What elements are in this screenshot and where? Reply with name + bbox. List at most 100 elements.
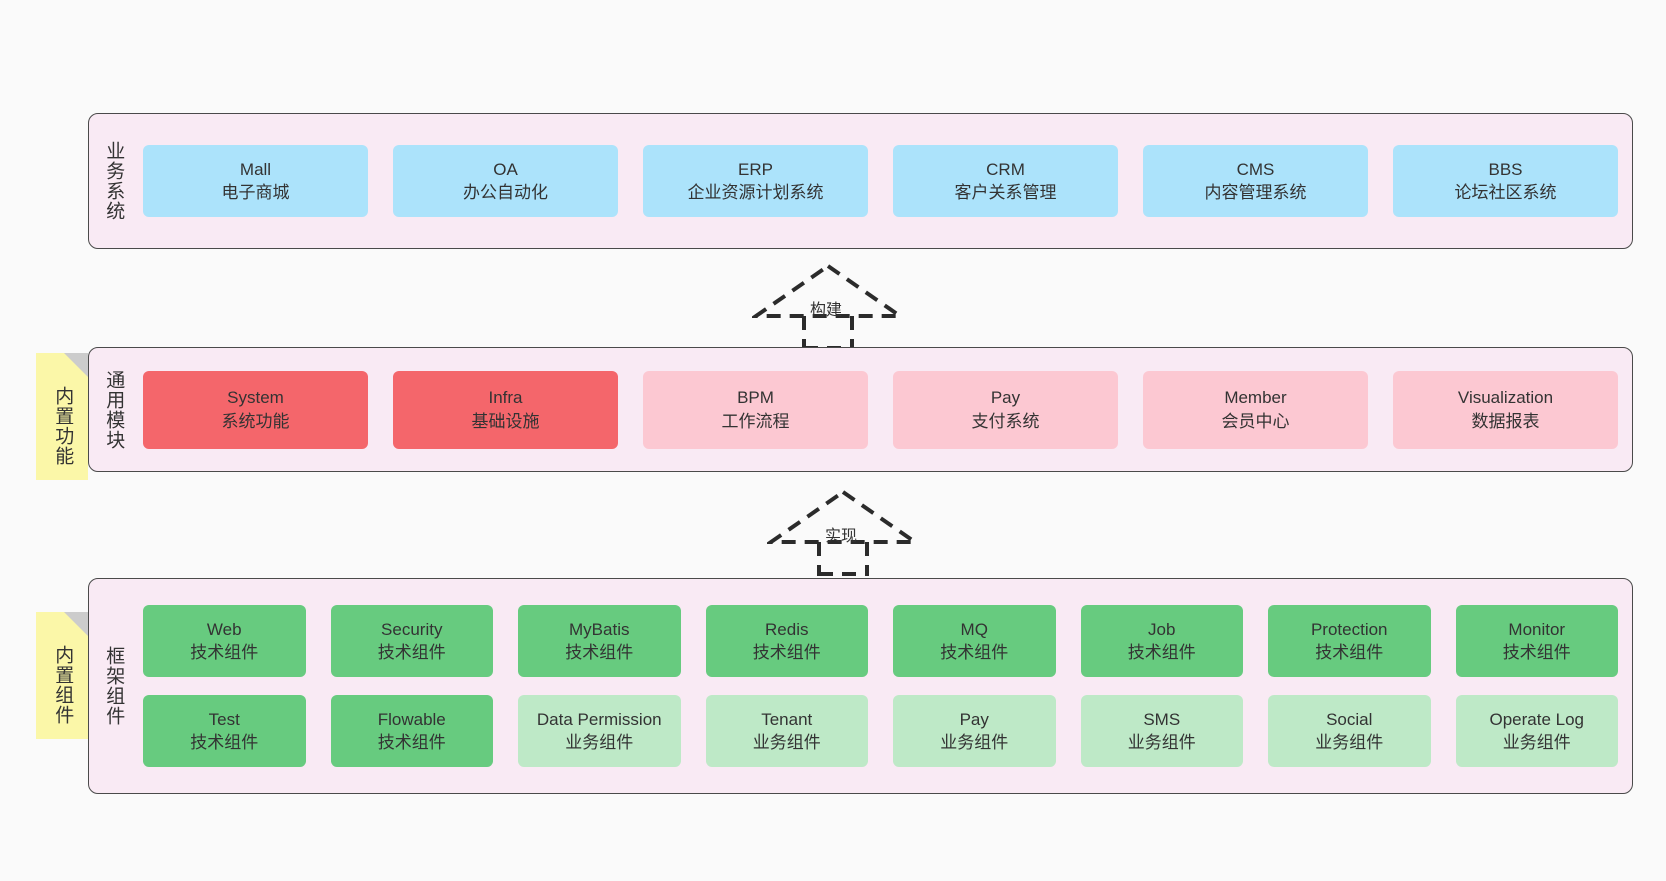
card-pay-component-title: Pay: [959, 709, 989, 729]
card-erp[interactable]: ERP 企业资源计划系统: [643, 145, 868, 217]
connector-build-label: 构建: [810, 302, 843, 319]
card-mall[interactable]: Mall 电子商城: [143, 145, 368, 217]
card-web-title: Web: [206, 619, 242, 639]
card-protection-title: Protection: [1310, 619, 1388, 639]
card-member-title: Member: [1224, 388, 1287, 408]
note-builtin-components: 内置组件: [36, 612, 88, 739]
card-mall-subtitle: 电子商城: [221, 183, 290, 202]
note-builtin-features: 内置功能: [36, 353, 88, 480]
card-bbs-title: BBS: [1488, 159, 1523, 179]
connector-implement-label: 实现: [825, 528, 858, 545]
layer-business-systems-title: 业务系统: [103, 141, 125, 221]
card-member-subtitle: 会员中心: [1221, 411, 1290, 431]
card-security[interactable]: Security 技术组件: [330, 605, 493, 677]
card-web[interactable]: Web 技术组件: [143, 605, 306, 677]
card-monitor-title: Monitor: [1508, 619, 1566, 639]
card-flowable-title: Flowable: [377, 709, 446, 729]
card-crm-subtitle: 客户关系管理: [954, 183, 1057, 202]
framework-tech-row: Web 技术组件 Security 技术组件 MyBatis 技术组件 Redi…: [143, 605, 1618, 677]
card-flowable-subtitle: 技术组件: [377, 733, 446, 752]
card-data-permission-title: Data Permission: [536, 709, 662, 729]
card-bpm[interactable]: BPM 工作流程: [643, 370, 868, 449]
card-crm[interactable]: CRM 客户关系管理: [893, 145, 1118, 217]
card-sms-subtitle: 业务组件: [1127, 733, 1196, 752]
card-tenant-title: Tenant: [761, 709, 813, 729]
card-social-title: Social: [1326, 709, 1373, 729]
card-mybatis-subtitle: 技术组件: [565, 643, 634, 662]
layer-framework-components: 框架组件 Web 技术组件 Security 技术组件 MyBatis 技术组件…: [88, 578, 1633, 794]
card-member[interactable]: Member 会员中心: [1143, 370, 1368, 449]
card-infra-title: Infra: [488, 388, 523, 408]
card-cms-title: CMS: [1236, 159, 1275, 179]
card-test-subtitle: 技术组件: [190, 733, 259, 752]
card-job[interactable]: Job 技术组件: [1080, 605, 1243, 677]
card-security-subtitle: 技术组件: [377, 643, 446, 662]
card-oa-subtitle: 办公自动化: [463, 183, 548, 202]
card-erp-title: ERP: [738, 159, 773, 179]
card-data-permission[interactable]: Data Permission 业务组件: [518, 695, 681, 767]
card-operate-log[interactable]: Operate Log 业务组件: [1455, 695, 1618, 767]
card-system[interactable]: System 系统功能: [143, 370, 368, 449]
connector-implement: 实现: [767, 488, 927, 576]
card-social[interactable]: Social 业务组件: [1268, 695, 1431, 767]
card-flowable[interactable]: Flowable 技术组件: [330, 695, 493, 767]
card-bbs[interactable]: BBS 论坛社区系统: [1393, 145, 1618, 217]
card-system-subtitle: 系统功能: [221, 411, 290, 431]
card-monitor-subtitle: 技术组件: [1502, 643, 1571, 662]
card-cms[interactable]: CMS 内容管理系统: [1143, 145, 1368, 217]
card-operate-log-title: Operate Log: [1489, 709, 1584, 729]
card-sms-title: SMS: [1143, 709, 1181, 729]
card-bbs-subtitle: 论坛社区系统: [1454, 183, 1557, 202]
card-mq-subtitle: 技术组件: [940, 643, 1009, 662]
card-visualization[interactable]: Visualization 数据报表: [1393, 370, 1618, 449]
card-mq-title: MQ: [960, 619, 988, 639]
card-sms[interactable]: SMS 业务组件: [1080, 695, 1243, 767]
card-tenant[interactable]: Tenant 业务组件: [705, 695, 868, 767]
card-crm-title: CRM: [986, 159, 1025, 179]
card-mq[interactable]: MQ 技术组件: [893, 605, 1056, 677]
card-security-title: Security: [381, 619, 443, 639]
card-pay-module-title: Pay: [990, 388, 1021, 408]
card-oa-title: OA: [493, 159, 518, 179]
connector-implement-arrow-icon: [767, 489, 922, 576]
layer-business-systems-body: Mall 电子商城 OA 办公自动化 ERP 企业资源计划系统 CRM 客户关系…: [137, 114, 1632, 248]
card-pay-module[interactable]: Pay 支付系统: [893, 370, 1118, 449]
card-web-subtitle: 技术组件: [190, 643, 259, 662]
card-test-title: Test: [208, 709, 240, 729]
card-test[interactable]: Test 技术组件: [143, 695, 306, 767]
connector-build: 构建: [752, 262, 912, 350]
note-builtin-components-text: 内置组件: [52, 644, 74, 725]
card-mall-title: Mall: [239, 159, 272, 179]
card-pay-component[interactable]: Pay 业务组件: [893, 695, 1056, 767]
card-protection-subtitle: 技术组件: [1315, 643, 1384, 662]
framework-business-row: Test 技术组件 Flowable 技术组件 Data Permission …: [143, 695, 1618, 767]
layer-common-modules: 通用模块 System 系统功能 Infra 基础设施 BPM 工作流程 Pay…: [88, 347, 1633, 472]
card-redis-subtitle: 技术组件: [752, 643, 821, 662]
card-infra[interactable]: Infra 基础设施: [393, 370, 618, 449]
card-data-permission-subtitle: 业务组件: [565, 733, 634, 752]
card-mybatis[interactable]: MyBatis 技术组件: [518, 605, 681, 677]
layer-common-modules-body: System 系统功能 Infra 基础设施 BPM 工作流程 Pay 支付系统…: [137, 348, 1632, 471]
card-cms-subtitle: 内容管理系统: [1204, 183, 1307, 202]
card-pay-module-subtitle: 支付系统: [971, 411, 1040, 431]
layer-framework-components-body: Web 技术组件 Security 技术组件 MyBatis 技术组件 Redi…: [137, 579, 1632, 793]
note-builtin-features-text: 内置功能: [52, 385, 74, 466]
card-visualization-title: Visualization: [1457, 388, 1554, 408]
layer-business-systems: 业务系统 Mall 电子商城 OA 办公自动化 ERP 企业资源计划系统 CRM…: [88, 113, 1633, 249]
layer-framework-components-title: 框架组件: [103, 646, 125, 726]
card-mybatis-title: MyBatis: [569, 619, 630, 639]
card-operate-log-subtitle: 业务组件: [1502, 733, 1571, 752]
card-monitor[interactable]: Monitor 技术组件: [1455, 605, 1618, 677]
card-oa[interactable]: OA 办公自动化: [393, 145, 618, 217]
card-job-subtitle: 技术组件: [1127, 643, 1196, 662]
card-redis[interactable]: Redis 技术组件: [705, 605, 868, 677]
card-visualization-subtitle: 数据报表: [1471, 411, 1540, 431]
card-protection[interactable]: Protection 技术组件: [1268, 605, 1431, 677]
business-systems-row: Mall 电子商城 OA 办公自动化 ERP 企业资源计划系统 CRM 客户关系…: [143, 145, 1618, 217]
card-pay-component-subtitle: 业务组件: [940, 733, 1009, 752]
card-job-title: Job: [1148, 619, 1176, 639]
card-social-subtitle: 业务组件: [1315, 733, 1384, 752]
common-modules-row: System 系统功能 Infra 基础设施 BPM 工作流程 Pay 支付系统…: [143, 370, 1618, 449]
card-tenant-subtitle: 业务组件: [752, 733, 821, 752]
